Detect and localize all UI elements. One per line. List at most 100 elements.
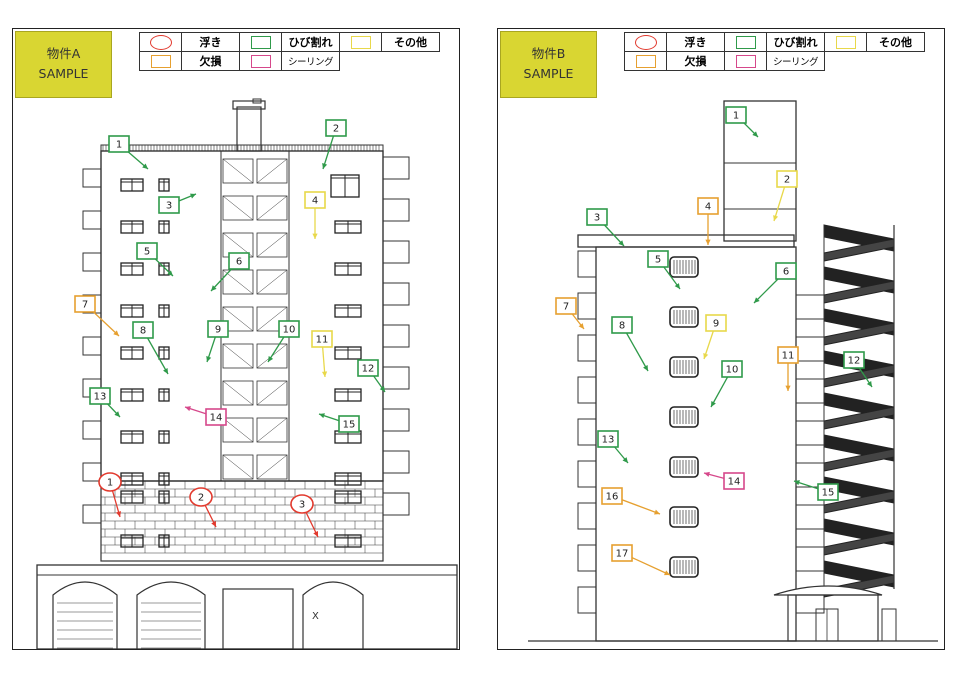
marker-number: 6 bbox=[236, 257, 242, 268]
legend-label-kesson: 欠損 bbox=[181, 51, 240, 71]
marker-box bbox=[611, 316, 633, 334]
sample-label: 物件B SAMPLE bbox=[500, 31, 597, 98]
arrow-head-icon bbox=[116, 511, 122, 517]
grille-window bbox=[669, 356, 699, 378]
window bbox=[120, 388, 144, 402]
marker-number: 2 bbox=[784, 175, 790, 186]
marker-kesson-11: 11 bbox=[777, 346, 799, 391]
window bbox=[334, 220, 362, 234]
marker-hibiware-3: 3 bbox=[586, 208, 625, 247]
legend-label-sealing: シーリング bbox=[766, 51, 825, 71]
legend-label-sonota: その他 bbox=[381, 32, 440, 52]
window bbox=[158, 490, 170, 504]
marker-number: 10 bbox=[283, 325, 296, 336]
marker-sonota-2: 2 bbox=[773, 170, 798, 222]
marker-number: 15 bbox=[343, 420, 356, 431]
marker-hibiware-13: 13 bbox=[597, 430, 629, 464]
window bbox=[120, 304, 144, 318]
window bbox=[334, 388, 362, 402]
window bbox=[158, 430, 170, 444]
marker-number: 1 bbox=[116, 140, 122, 151]
marker-box bbox=[158, 196, 180, 214]
marker-box bbox=[357, 359, 379, 377]
marker-box bbox=[325, 119, 347, 137]
marker-number: 2 bbox=[333, 124, 339, 135]
marker-box bbox=[843, 351, 865, 369]
arrow-head-icon bbox=[163, 368, 168, 374]
yellow-square-icon bbox=[835, 35, 856, 49]
marker-number: 16 bbox=[606, 492, 619, 503]
arrow-head-icon bbox=[705, 239, 711, 245]
window bbox=[334, 304, 362, 318]
arrow-head-icon bbox=[190, 193, 196, 199]
marker-number: 1 bbox=[733, 111, 739, 122]
window bbox=[334, 262, 362, 276]
sample-title: 物件B bbox=[531, 46, 566, 61]
legend-swatch-uki bbox=[624, 32, 667, 52]
sample-subtitle: SAMPLE bbox=[38, 66, 89, 81]
legend-swatch-sonota bbox=[339, 32, 382, 52]
grille-window bbox=[669, 456, 699, 478]
marker-hibiware-6: 6 bbox=[753, 262, 797, 304]
marker-box bbox=[647, 250, 669, 268]
arrow-head-icon bbox=[313, 531, 318, 537]
marker-number: 13 bbox=[602, 435, 615, 446]
gate-mark: X bbox=[312, 611, 319, 622]
legend-swatch-hibiware bbox=[724, 32, 767, 52]
marker-number: 14 bbox=[210, 413, 223, 424]
marker-number: 4 bbox=[705, 202, 711, 213]
arrow-head-icon bbox=[312, 233, 318, 239]
marker-hibiware-2: 2 bbox=[322, 119, 347, 170]
grille-window bbox=[669, 406, 699, 428]
green-square-icon bbox=[735, 35, 756, 49]
window bbox=[334, 472, 362, 486]
marker-hibiware-5: 5 bbox=[647, 250, 681, 290]
grille-window bbox=[669, 556, 699, 578]
legend-swatch-hibiware bbox=[239, 32, 282, 52]
marker-box bbox=[725, 106, 747, 124]
arrow-head-icon bbox=[321, 371, 328, 377]
sample-title: 物件A bbox=[46, 46, 81, 61]
marker-box bbox=[705, 314, 727, 332]
marker-box bbox=[205, 408, 227, 426]
marker-number: 11 bbox=[316, 335, 329, 346]
orange-square-icon bbox=[150, 54, 171, 68]
marker-box bbox=[228, 252, 250, 270]
marker-box bbox=[721, 360, 743, 378]
marker-hibiware-8: 8 bbox=[611, 316, 649, 372]
sample-label: 物件A SAMPLE bbox=[15, 31, 112, 98]
marker-box bbox=[108, 135, 130, 153]
window bbox=[330, 174, 360, 198]
window bbox=[120, 472, 144, 486]
legend-label-uki: 浮き bbox=[181, 32, 240, 52]
window bbox=[158, 346, 170, 360]
marker-sonota-9: 9 bbox=[703, 314, 727, 360]
marker-number: 5 bbox=[144, 247, 150, 258]
marker-number: 5 bbox=[655, 255, 661, 266]
marker-hibiware-6: 6 bbox=[210, 252, 250, 292]
legend-swatch-kesson bbox=[139, 51, 182, 71]
marker-box bbox=[136, 242, 158, 260]
arrow-head-icon bbox=[752, 131, 758, 137]
legend-swatch-sonota bbox=[824, 32, 867, 52]
marker-box bbox=[555, 297, 577, 315]
legend-label-hibiware: ひび割れ bbox=[281, 32, 340, 52]
arrow-head-icon bbox=[654, 509, 660, 515]
window bbox=[158, 388, 170, 402]
marker-number: 3 bbox=[299, 500, 305, 511]
arrow-head-icon bbox=[785, 385, 791, 391]
marker-box bbox=[586, 208, 608, 226]
arrow-head-icon bbox=[211, 521, 216, 527]
marker-hibiware-3: 3 bbox=[158, 193, 197, 214]
legend-table: 浮き ひび割れ その他 欠損 シーリング bbox=[624, 32, 925, 71]
legend-label-uki: 浮き bbox=[666, 32, 725, 52]
orange-square-icon bbox=[635, 54, 656, 68]
arrow-head-icon bbox=[167, 270, 173, 276]
marker-sealing-14: 14 bbox=[703, 471, 745, 490]
legend-label-sonota: その他 bbox=[866, 32, 925, 52]
marker-kesson-4: 4 bbox=[697, 197, 719, 245]
marker-number: 10 bbox=[726, 365, 739, 376]
window bbox=[120, 430, 144, 444]
marker-uki-3: 3 bbox=[290, 494, 319, 538]
